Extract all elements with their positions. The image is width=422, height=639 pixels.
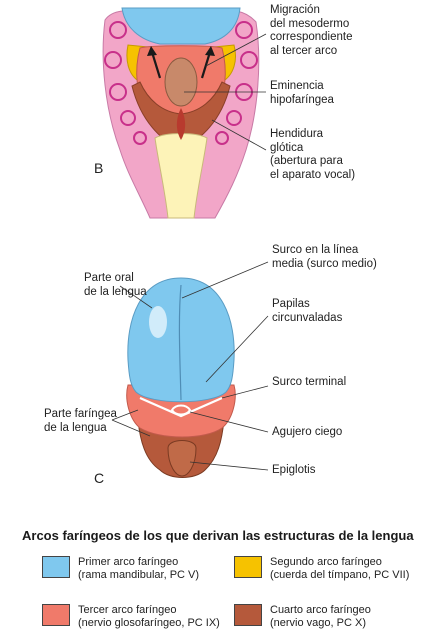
migration-arrow-left-head	[147, 46, 157, 56]
label-eminencia: Eminencia hipofaríngea	[270, 80, 334, 106]
legend-swatch-second-arch	[234, 556, 262, 578]
pouches-right	[215, 21, 258, 145]
label-papilas: Papilas circunvaladas	[272, 298, 343, 324]
label-migracion: Migración del mesodermo correspondiente …	[270, 4, 353, 57]
label-hendidura: Hendidura glótica (abertura para el apar…	[270, 128, 356, 181]
panel-b-leader-lines	[184, 33, 267, 151]
legend-label-second-arch: Segundo arco faríngeo (cuerda del tímpan…	[270, 556, 410, 581]
legend-label-fourth-arch: Cuarto arco faríngeo (nervio vago, PC X)	[270, 604, 371, 629]
label-parte-faringea: Parte faríngea de la lengua	[44, 408, 117, 434]
cream-laryngeal-region	[154, 133, 208, 219]
hypopharyngeal-eminence	[164, 57, 198, 107]
first-arch-region	[121, 7, 241, 45]
migration-arrow-right-head	[205, 46, 215, 56]
legend-title: Arcos faríngeos de los que derivan las e…	[22, 528, 414, 543]
label-surco-terminal: Surco terminal	[272, 376, 347, 388]
glottic-slit	[176, 108, 186, 140]
migration-arrow-left	[150, 51, 162, 79]
label-agujero-ciego: Agujero ciego	[272, 426, 343, 438]
legend-label-first-arch: Primer arco faríngeo (rama mandibular, P…	[78, 556, 200, 581]
label-surco-linea: Surco en la línea media (surco medio)	[272, 244, 377, 270]
label-parte-oral: Parte oral de la lengua	[84, 272, 147, 298]
panel-b-letter: B	[94, 160, 104, 176]
legend-label-third-arch: Tercer arco faríngeo (nervio glosofaríng…	[78, 604, 220, 629]
panel-c-letter: C	[94, 470, 105, 486]
legend-swatch-first-arch	[42, 556, 70, 578]
label-epiglotis: Epiglotis	[272, 464, 316, 476]
fourth-arch-region	[131, 81, 231, 141]
legend-swatch-fourth-arch	[234, 604, 262, 626]
pouches-left	[104, 21, 147, 145]
migration-arrow-right	[200, 51, 212, 79]
legend-swatch-third-arch	[42, 604, 70, 626]
